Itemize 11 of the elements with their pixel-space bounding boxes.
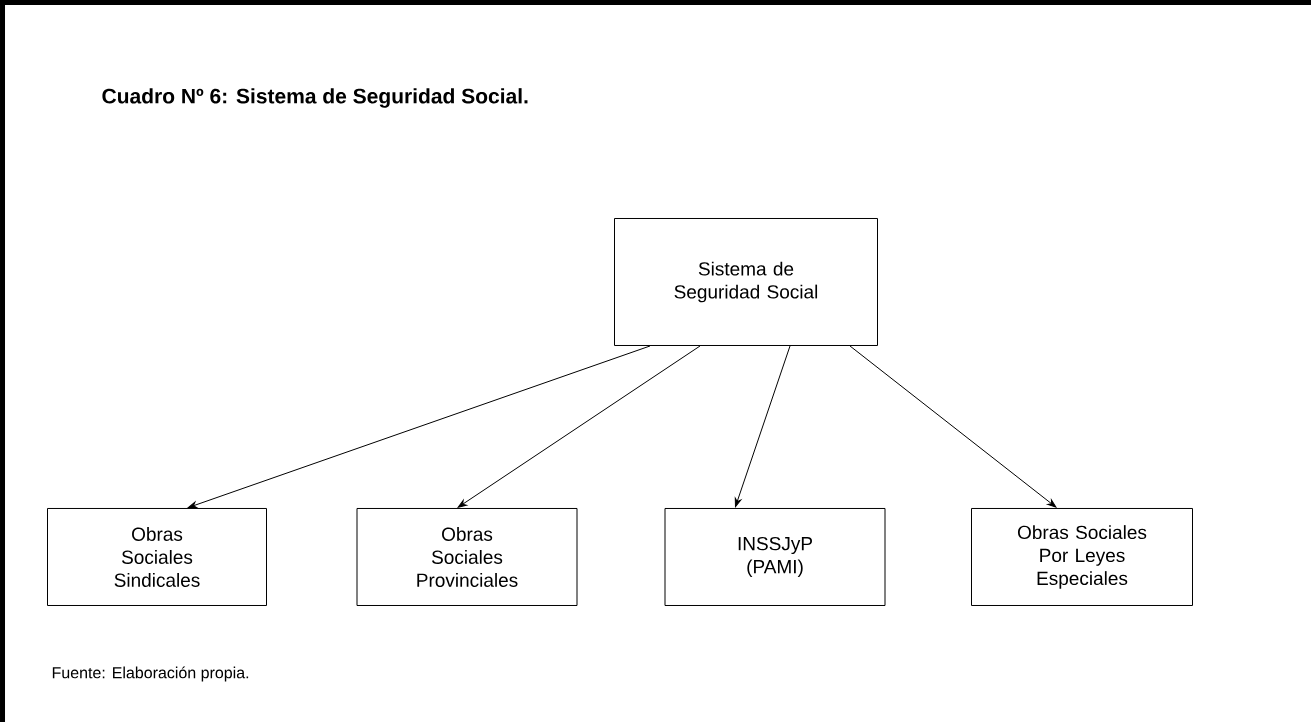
box: Obras Sociales Por Leyes Especiales xyxy=(971,508,1193,606)
arrow xyxy=(457,345,701,508)
box: Sistema de Seguridad Social xyxy=(614,218,878,346)
arrow xyxy=(187,345,651,509)
arrow xyxy=(849,345,1057,508)
source-note: Fuente: Elaboración propia. xyxy=(52,666,249,682)
box: INSSJyP (PAMI) xyxy=(664,508,886,606)
box: Obras Sociales Provinciales xyxy=(356,508,578,606)
box: Obras Sociales Sindicales xyxy=(47,508,267,606)
arrow xyxy=(734,345,791,508)
title: Cuadro Nº 6: Sistema de Seguridad Social. xyxy=(102,88,528,108)
